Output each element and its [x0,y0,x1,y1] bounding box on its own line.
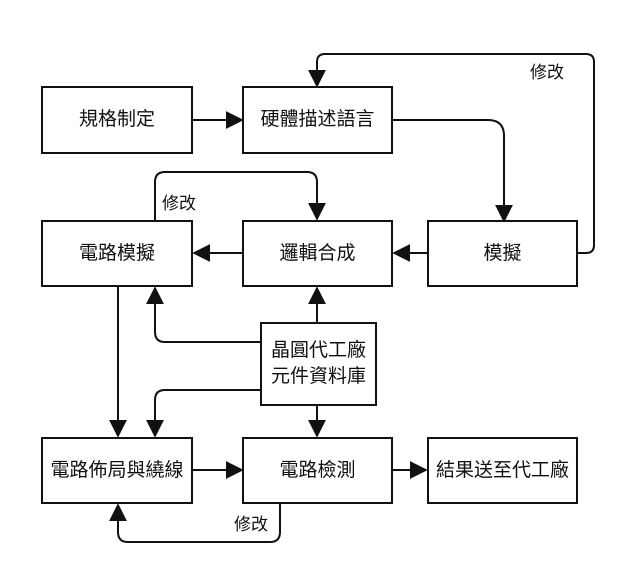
node-hdl: 硬體描述語言 [242,86,393,154]
edge-hdl-to-sim [393,119,513,223]
node-foundry-library-line2: 元件資料庫 [270,365,366,387]
node-tapeout-label: 結果送至代工廠 [435,458,569,481]
node-spec: 規格制定 [41,86,193,154]
node-hdl-label: 硬體描述語言 [260,108,375,131]
edge-label-modify-mid: 修改 [160,189,198,214]
edge-label-modify-bottom: 修改 [232,510,270,535]
edge-lib-to-circuitsim [146,286,260,343]
node-synth-label: 邏輯合成 [279,241,356,264]
edge-sim-modify-hdl [308,53,595,254]
edge-circuitsim-modify-synth [154,171,326,221]
node-pnr: 電路佈局與繞線 [41,437,193,504]
edge-label-modify-top: 修改 [528,58,566,83]
edge-lib-to-pnr [146,389,260,438]
node-sim-label: 模擬 [483,241,522,264]
node-foundry-library-line1: 晶圓代工廠 [270,339,366,362]
node-verify: 電路檢測 [242,437,393,504]
node-circuit-sim-label: 電路模擬 [78,241,155,264]
node-pnr-label: 電路佈局與繞線 [50,458,184,481]
node-verify-label: 電路檢測 [279,458,356,481]
node-circuit-sim: 電路模擬 [41,220,193,287]
node-tapeout: 結果送至代工廠 [427,437,578,504]
node-spec-label: 規格制定 [78,108,155,131]
node-foundry-library: 晶圓代工廠 元件資料庫 [260,322,377,406]
edge-verify-modify-pnr [109,503,281,543]
node-sim: 模擬 [427,220,578,287]
node-synth: 邏輯合成 [242,220,393,287]
